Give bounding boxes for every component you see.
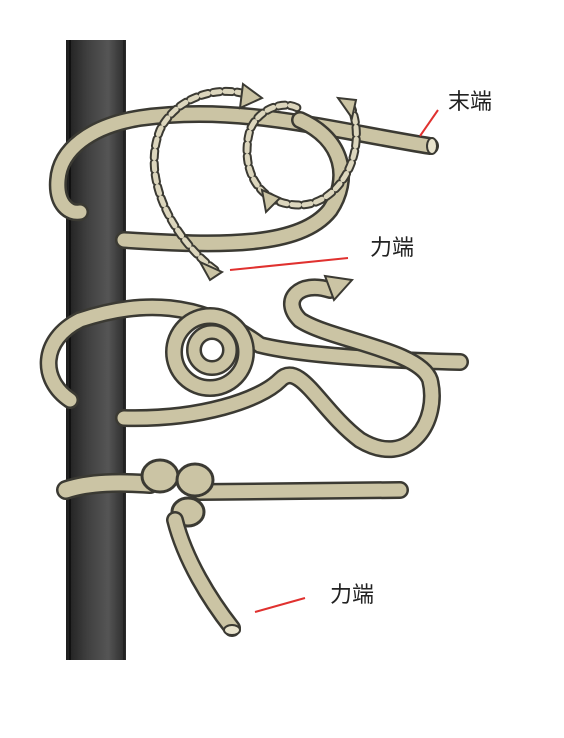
- arrow-head-5: [323, 274, 354, 302]
- leader-line-force-1: [229, 257, 349, 271]
- leader-line-tail: [419, 109, 439, 137]
- label-force-end-2: 力端: [330, 583, 375, 608]
- label-force-end-1: 力端: [370, 236, 415, 261]
- label-tail-end: 末端: [448, 90, 493, 115]
- rope-end-force: [223, 624, 241, 636]
- step-1-wrap: [48, 82, 439, 282]
- arrow-head-1: [238, 82, 264, 110]
- knot-body-2: [175, 462, 215, 498]
- knot-body-1: [140, 458, 180, 494]
- leader-line-force-2: [254, 597, 306, 613]
- arrow-head-4: [260, 188, 282, 215]
- step-3-finished-knot: [56, 458, 409, 637]
- rope-end-tail: [426, 137, 438, 155]
- arrow-head-2: [197, 259, 225, 282]
- arrow-head-3: [335, 96, 358, 121]
- step-2-loops: [39, 274, 469, 459]
